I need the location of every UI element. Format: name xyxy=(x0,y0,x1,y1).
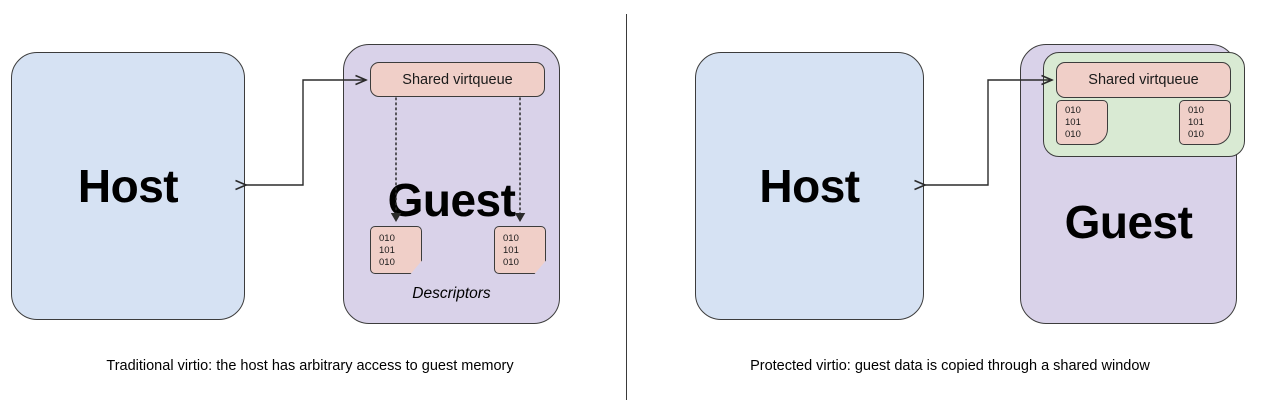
descriptor-box[interactable]: 010 101 010 xyxy=(1179,100,1231,145)
descriptor-bit-line: 101 xyxy=(1065,117,1081,128)
host-box-traditional[interactable]: Host xyxy=(11,52,245,320)
host-box-protected[interactable]: Host xyxy=(695,52,924,320)
descriptor-bits: 010 101 010 xyxy=(495,227,545,273)
guest-label: Guest xyxy=(1064,196,1193,248)
host-label: Host xyxy=(77,160,179,212)
descriptor-bit-line: 010 xyxy=(503,256,519,268)
descriptor-bits: 010 101 010 xyxy=(1057,101,1107,144)
shared-virtqueue-box-protected[interactable]: Shared virtqueue xyxy=(1056,62,1231,98)
shared-virtqueue-label: Shared virtqueue xyxy=(402,71,513,88)
descriptor-bits: 010 101 010 xyxy=(1180,101,1230,144)
descriptor-bit-line: 010 xyxy=(1188,105,1204,116)
descriptor-bit-line: 101 xyxy=(379,244,395,256)
shared-virtqueue-label: Shared virtqueue xyxy=(1088,72,1199,88)
panel-divider xyxy=(626,14,627,400)
panel-caption-traditional: Traditional virtio: the host has arbitra… xyxy=(106,358,514,374)
descriptor-bit-line: 101 xyxy=(1188,117,1204,128)
descriptor-bit-line: 010 xyxy=(1065,105,1081,116)
descriptor-bit-line: 010 xyxy=(1065,129,1081,140)
descriptors-caption: Descriptors xyxy=(412,285,491,302)
guest-label: Guest xyxy=(387,174,516,226)
host-label: Host xyxy=(759,160,860,212)
descriptor-bit-line: 010 xyxy=(503,232,519,244)
descriptor-box[interactable]: 010 101 010 xyxy=(1056,100,1108,145)
descriptor-box[interactable]: 010 101 010 xyxy=(370,226,422,274)
descriptor-bit-line: 010 xyxy=(379,256,395,268)
panel-caption-protected: Protected virtio: guest data is copied t… xyxy=(750,358,1150,374)
descriptor-box[interactable]: 010 101 010 xyxy=(494,226,546,274)
descriptor-bit-line: 010 xyxy=(1188,129,1204,140)
shared-virtqueue-box-traditional[interactable]: Shared virtqueue xyxy=(370,62,545,97)
descriptor-bits: 010 101 010 xyxy=(371,227,421,273)
descriptor-bit-line: 010 xyxy=(379,232,395,244)
descriptor-bit-line: 101 xyxy=(503,244,519,256)
